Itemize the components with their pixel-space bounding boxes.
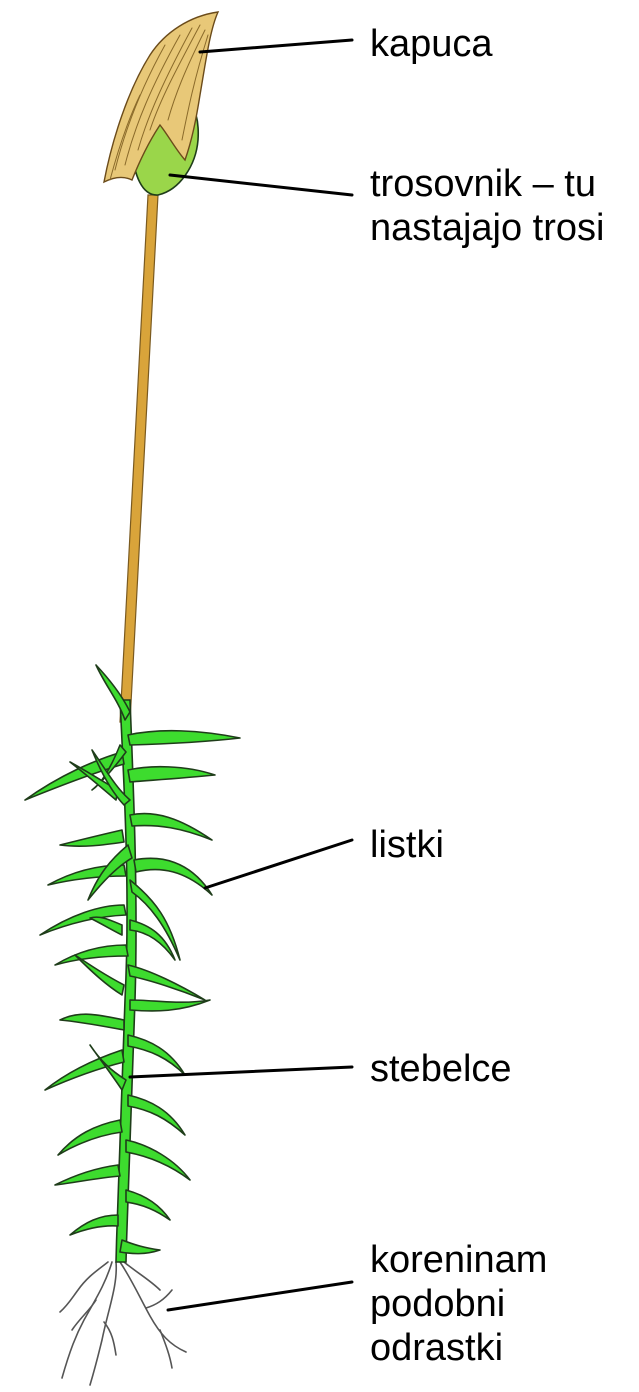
label-korenine: koreninam podobni odrastki: [370, 1238, 547, 1370]
label-korenine-line-2: podobni: [370, 1282, 547, 1326]
label-trosovnik-line-2: nastajajo trosi: [370, 206, 604, 250]
rhizoids: [60, 1262, 186, 1385]
leader-line-trosovnik: [170, 175, 352, 195]
leader-line-stebelce: [130, 1067, 352, 1077]
leader-line-korenine: [168, 1282, 352, 1310]
leader-line-kapuca: [200, 40, 352, 52]
label-trosovnik-line-1: trosovnik – tu: [370, 162, 604, 206]
stem: [116, 700, 136, 1262]
label-kapuca: kapuca: [370, 22, 493, 66]
seta: [120, 195, 158, 722]
label-stebelce: stebelce: [370, 1047, 512, 1091]
leader-line-listki: [205, 840, 352, 888]
label-korenine-line-1: koreninam: [370, 1238, 547, 1282]
label-trosovnik: trosovnik – tu nastajajo trosi: [370, 162, 604, 250]
label-korenine-line-3: odrastki: [370, 1326, 547, 1370]
label-listki: listki: [370, 823, 444, 867]
